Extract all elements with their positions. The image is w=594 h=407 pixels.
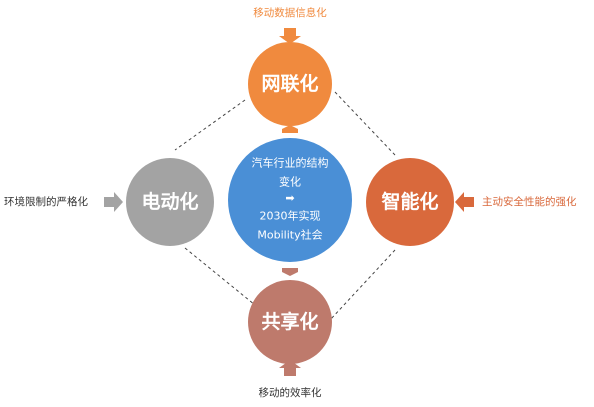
top-node [248, 42, 332, 126]
bottom-node-label: 共享化 [261, 310, 318, 333]
center-line-1: 汽车行业的结构 [252, 156, 329, 170]
dashed-connectors [174, 91, 396, 321]
right-node [366, 158, 454, 246]
center-to-bottom-arrow [282, 268, 298, 276]
center-to-top-arrow [282, 125, 298, 133]
right-node-label: 智能化 [381, 190, 438, 213]
center-node [228, 138, 352, 262]
connector-right-bottom [329, 249, 396, 321]
center-line-2: 变化 [279, 175, 301, 189]
connector-top-left [174, 99, 246, 151]
left-node [126, 158, 214, 246]
top-driver-text: 移动数据信息化 [253, 6, 327, 19]
connector-left-bottom [184, 247, 256, 306]
top-node-label: 网联化 [261, 72, 318, 95]
top-driver-arrow [279, 28, 301, 44]
left-driver-text: 环境限制的严格化 [4, 195, 88, 208]
bottom-driver-text: 移动的效率化 [259, 386, 322, 399]
center-line-3: 2030年实现 [260, 209, 321, 223]
left-node-label: 电动化 [141, 190, 198, 213]
connector-top-right [334, 91, 396, 156]
bottom-node [248, 280, 332, 364]
center-line-4: Mobility社会 [257, 228, 322, 242]
right-driver-text: 主动安全性能的强化 [482, 195, 577, 208]
bottom-driver-arrow [279, 360, 301, 376]
center-arrow-glyph: ➡ [285, 192, 294, 205]
left-driver-arrow [104, 192, 123, 212]
right-driver-arrow [455, 192, 474, 212]
